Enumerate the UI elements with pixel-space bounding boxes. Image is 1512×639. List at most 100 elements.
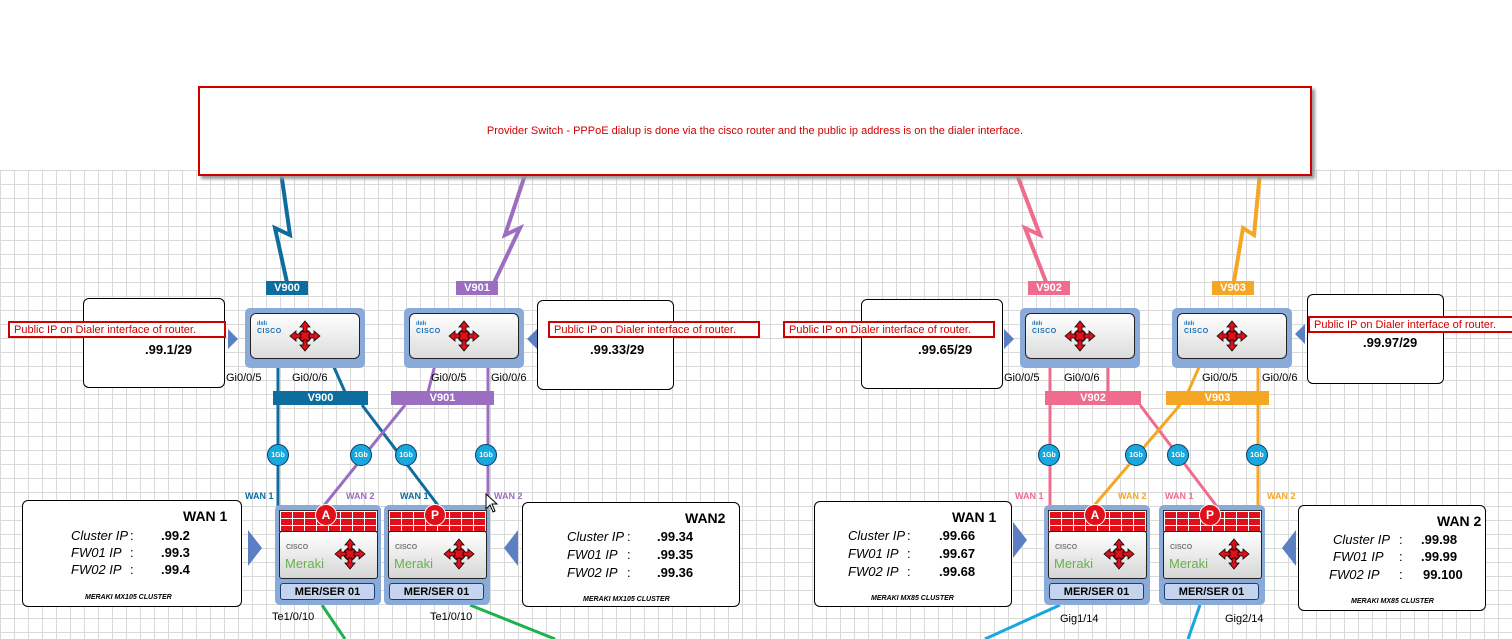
wan-row-label: Cluster IP <box>71 528 129 543</box>
wan-info-box-2: WAN2 Cluster IP:.99.34 FW01 IP:.99.35 FW… <box>522 502 740 607</box>
wan-row-sep: : <box>130 562 134 577</box>
dialer-label-4: Public IP on Dialer interface of router. <box>1308 316 1512 333</box>
router-info-box-3 <box>861 299 1003 389</box>
dialer-label-2: Public IP on Dialer interface of router. <box>548 321 760 338</box>
port-label: Gi0/0/6 <box>292 372 328 384</box>
link-speed-badge: 1Gb <box>395 444 417 466</box>
banner-text: Provider Switch - PPPoE dialup is done v… <box>486 125 1024 137</box>
uplink-v903 <box>1231 171 1262 288</box>
meraki-logo: Meraki <box>394 556 434 571</box>
wan-row-label: Cluster IP <box>848 528 906 543</box>
cluster-label: MERAKI MX85 CLUSTER <box>1351 598 1434 605</box>
wan-title: WAN 1 <box>952 509 997 525</box>
firewall-label: MER/SER 01 <box>389 583 484 600</box>
meraki-firewall-1[interactable]: A CISCO Meraki MER/SER 01 <box>275 504 381 605</box>
pointer-triangle <box>527 329 537 349</box>
wan-row-label: FW01 IP <box>1333 549 1384 564</box>
cisco-logo: CISCO <box>286 544 309 551</box>
downlink-left-1 <box>320 604 347 639</box>
wan-row-value: .99.4 <box>161 562 190 577</box>
router-info-box-1 <box>83 298 225 388</box>
wan-info-box-1: WAN 1 Cluster IP:.99.2 FW01 IP:.99.3 FW0… <box>22 500 242 607</box>
cisco-logo: CISCO <box>1055 544 1078 551</box>
wan-row-sep: : <box>627 547 631 562</box>
cluster-label: MERAKI MX105 CLUSTER <box>583 596 670 603</box>
wan-info-box-4: WAN 2 Cluster IP:.99.98 FW01 IP:.99.99 F… <box>1298 505 1486 611</box>
vlan-tag-v903: V903 <box>1212 281 1254 295</box>
wan-row-sep: : <box>130 545 134 560</box>
port-label: Gi0/0/5 <box>431 372 467 384</box>
firewall-label: MER/SER 01 <box>280 583 375 600</box>
downlink-right-1 <box>984 603 1061 639</box>
wan1-port-label: WAN 1 <box>1015 491 1044 501</box>
uplink-port-label: Gig1/14 <box>1060 613 1099 625</box>
uplink-port-label: Te1/0/10 <box>430 611 473 623</box>
wan-row-sep: : <box>907 528 911 543</box>
wan-row-value: 99.100 <box>1423 567 1463 582</box>
wan-row-value: .99.68 <box>939 564 976 579</box>
uplink-v902 <box>1014 171 1050 288</box>
wan-title: WAN 2 <box>1437 513 1482 529</box>
wan1-port-label: WAN 1 <box>400 491 429 501</box>
wan-row-value: .99.67 <box>939 546 976 561</box>
router-info-box-4 <box>1307 294 1444 384</box>
link-speed-badge: 1Gb <box>1038 444 1060 466</box>
wan2-port-label: WAN 2 <box>346 491 375 501</box>
uplink-v901 <box>490 171 528 288</box>
wan-title: WAN2 <box>685 510 726 526</box>
link-speed-badge: 1Gb <box>475 444 497 466</box>
wan-row-label: Cluster IP <box>1333 532 1391 547</box>
pointer-triangle <box>1282 530 1296 566</box>
dialer-label-3: Public IP on Dialer interface of router. <box>783 321 995 338</box>
wan-row-label: FW01 IP <box>848 546 899 561</box>
wan1-port-label: WAN 1 <box>245 491 274 501</box>
vlan-tag-v900: V900 <box>266 281 308 295</box>
cluster-label: MERAKI MX85 CLUSTER <box>871 595 954 602</box>
wan-row-value: .99.66 <box>939 528 976 543</box>
meraki-logo: Meraki <box>285 556 325 571</box>
wan2-port-label: WAN 2 <box>1267 491 1296 501</box>
wan-row-label: Cluster IP <box>567 529 625 544</box>
vlan-bar-v903: V903 <box>1166 391 1269 405</box>
router-arrows-icon <box>1216 320 1248 352</box>
port-label: Gi0/0/5 <box>1004 372 1040 384</box>
cluster-label: MERAKI MX105 CLUSTER <box>85 594 172 601</box>
pointer-triangle <box>228 329 238 349</box>
link-speed-badge: 1Gb <box>1167 444 1189 466</box>
wan-row-sep: : <box>627 529 631 544</box>
router-arrows-icon <box>1103 538 1135 570</box>
wan-row-label: FW02 IP <box>71 562 122 577</box>
firewall-role-badge: A <box>315 504 337 526</box>
port-label: Gi0/0/6 <box>491 372 527 384</box>
wan2-port-label: WAN 2 <box>1118 491 1147 501</box>
wan-row-sep: : <box>1399 532 1403 547</box>
wan-row-label: FW01 IP <box>71 545 122 560</box>
vlan-bar-v900: V900 <box>273 391 368 405</box>
wan-row-value: .99.34 <box>657 529 694 544</box>
cisco-logo: CISCO <box>395 544 418 551</box>
port-label: Gi0/0/6 <box>1064 372 1100 384</box>
wan2-port-label: WAN 2 <box>494 491 523 501</box>
router-arrows-icon <box>289 320 321 352</box>
wan-row-value: .99.98 <box>1421 532 1458 547</box>
wan-title: WAN 1 <box>183 508 228 524</box>
wan-row-label: FW02 IP <box>848 564 899 579</box>
downlink-left-2 <box>469 603 556 639</box>
link-speed-badge: 1Gb <box>1125 444 1147 466</box>
wan-row-value: .99.99 <box>1421 549 1458 564</box>
router-arrows-icon <box>334 538 366 570</box>
wan-row-value: .99.3 <box>161 545 190 560</box>
link-speed-badge: 1Gb <box>1246 444 1268 466</box>
link-r4-bar <box>1186 364 1202 393</box>
wan-row-label: FW02 IP <box>1329 567 1380 582</box>
port-label: Gi0/0/5 <box>226 372 262 384</box>
uplink-port-label: Gig2/14 <box>1225 613 1264 625</box>
